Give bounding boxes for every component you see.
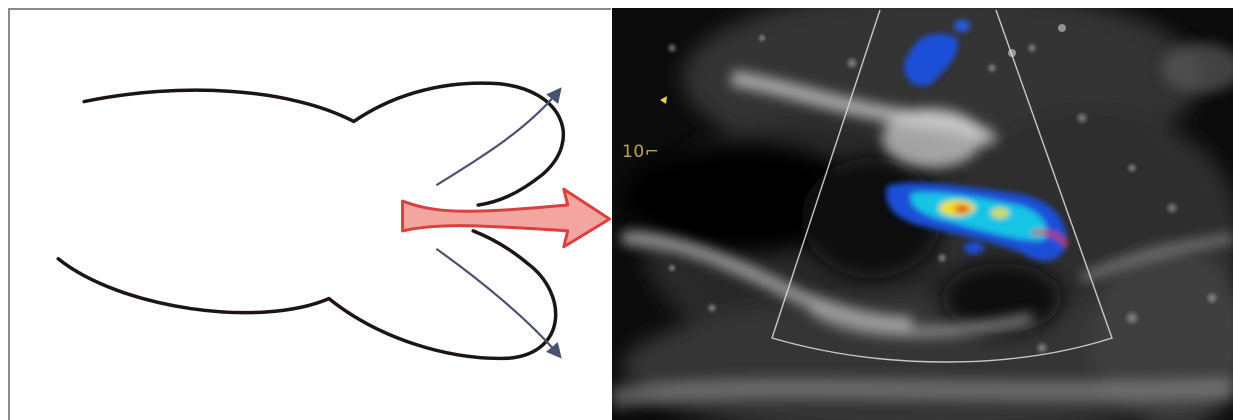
- schematic-drawing: [10, 10, 611, 420]
- depth-tick-icon: ⌐: [645, 142, 660, 162]
- depth-value: 10: [622, 142, 645, 162]
- upper-outline: [84, 83, 563, 205]
- upper-flow-arrow: [436, 90, 559, 186]
- echocardiogram-image: 10⌐: [612, 8, 1233, 420]
- schematic-panel: [8, 8, 611, 420]
- echo-image-graphic: [612, 8, 1233, 420]
- depth-scale-label: 10⌐: [622, 142, 659, 162]
- lower-flow-arrow: [436, 249, 559, 356]
- lower-outline: [58, 231, 555, 359]
